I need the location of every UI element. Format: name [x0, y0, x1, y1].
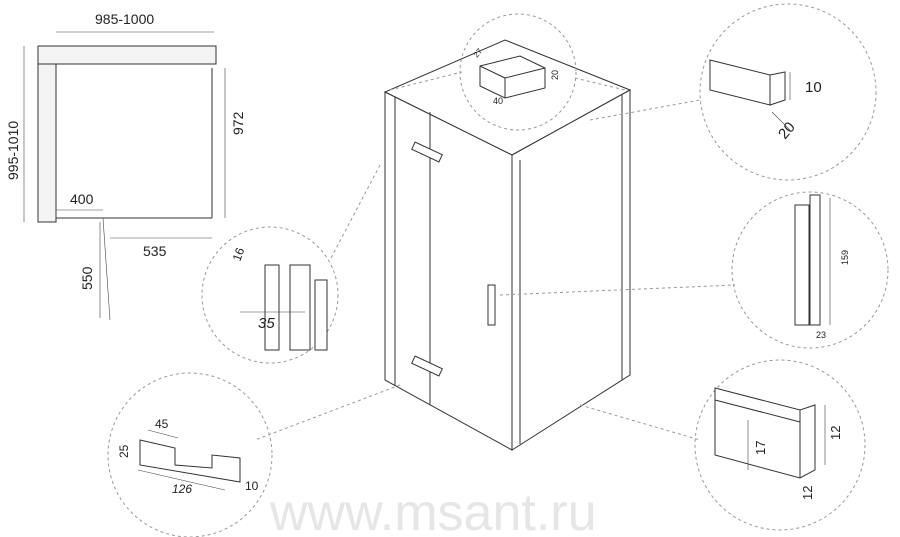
watermark: www.msant.ru	[269, 484, 597, 537]
wall-profile-dim-b: 35	[258, 315, 275, 332]
bracket-detail: 27 20 40	[472, 46, 560, 106]
dim-depth: 995-1010	[5, 121, 21, 180]
top-profile-detail: 10 20	[709, 59, 822, 143]
dim-width: 985-1000	[95, 11, 154, 27]
hinge-dim-d: 10	[245, 479, 259, 493]
hinge-dim-b: 25	[117, 444, 131, 458]
hinge-bottom	[411, 355, 443, 377]
hinge-top	[411, 141, 443, 163]
bottom-profile-dim-a: 17	[753, 441, 768, 455]
bracket-dim-a: 27	[472, 46, 485, 59]
wall-profile-dim-a: 16	[230, 245, 248, 263]
wall-top	[37, 45, 217, 65]
handle-dim-a: 159	[840, 250, 850, 265]
wall-left	[37, 45, 57, 223]
dim-fixed: 535	[143, 243, 167, 259]
door-handle	[487, 284, 496, 326]
bracket-dim-b: 20	[550, 70, 560, 80]
dim-side: 972	[230, 111, 246, 135]
hinge-detail: 45 25 126 10	[117, 417, 259, 496]
enclosure-3d	[383, 39, 632, 451]
bracket-dim-c: 40	[493, 96, 503, 106]
handle-dim-b: 23	[816, 330, 826, 340]
bottom-profile-dim-c: 12	[800, 486, 815, 500]
dim-door: 400	[70, 191, 94, 207]
bottom-profile-detail: 17 12 12	[714, 387, 843, 500]
handle-detail: 159 23	[794, 194, 850, 340]
callouts	[107, 3, 889, 537]
bottom-profile-dim-b: 12	[828, 426, 843, 440]
hinge-dim-c: 126	[172, 482, 192, 496]
dim-swing: 550	[79, 266, 95, 290]
profile-top-dim-b: 20	[775, 119, 799, 143]
hinge-dim-a: 45	[155, 417, 169, 431]
wall-profile-detail: 16 35	[230, 245, 328, 351]
plan-view: 985-1000 995-1010 972 400 535 550	[5, 11, 246, 321]
profile-top-dim-a: 10	[805, 79, 822, 96]
